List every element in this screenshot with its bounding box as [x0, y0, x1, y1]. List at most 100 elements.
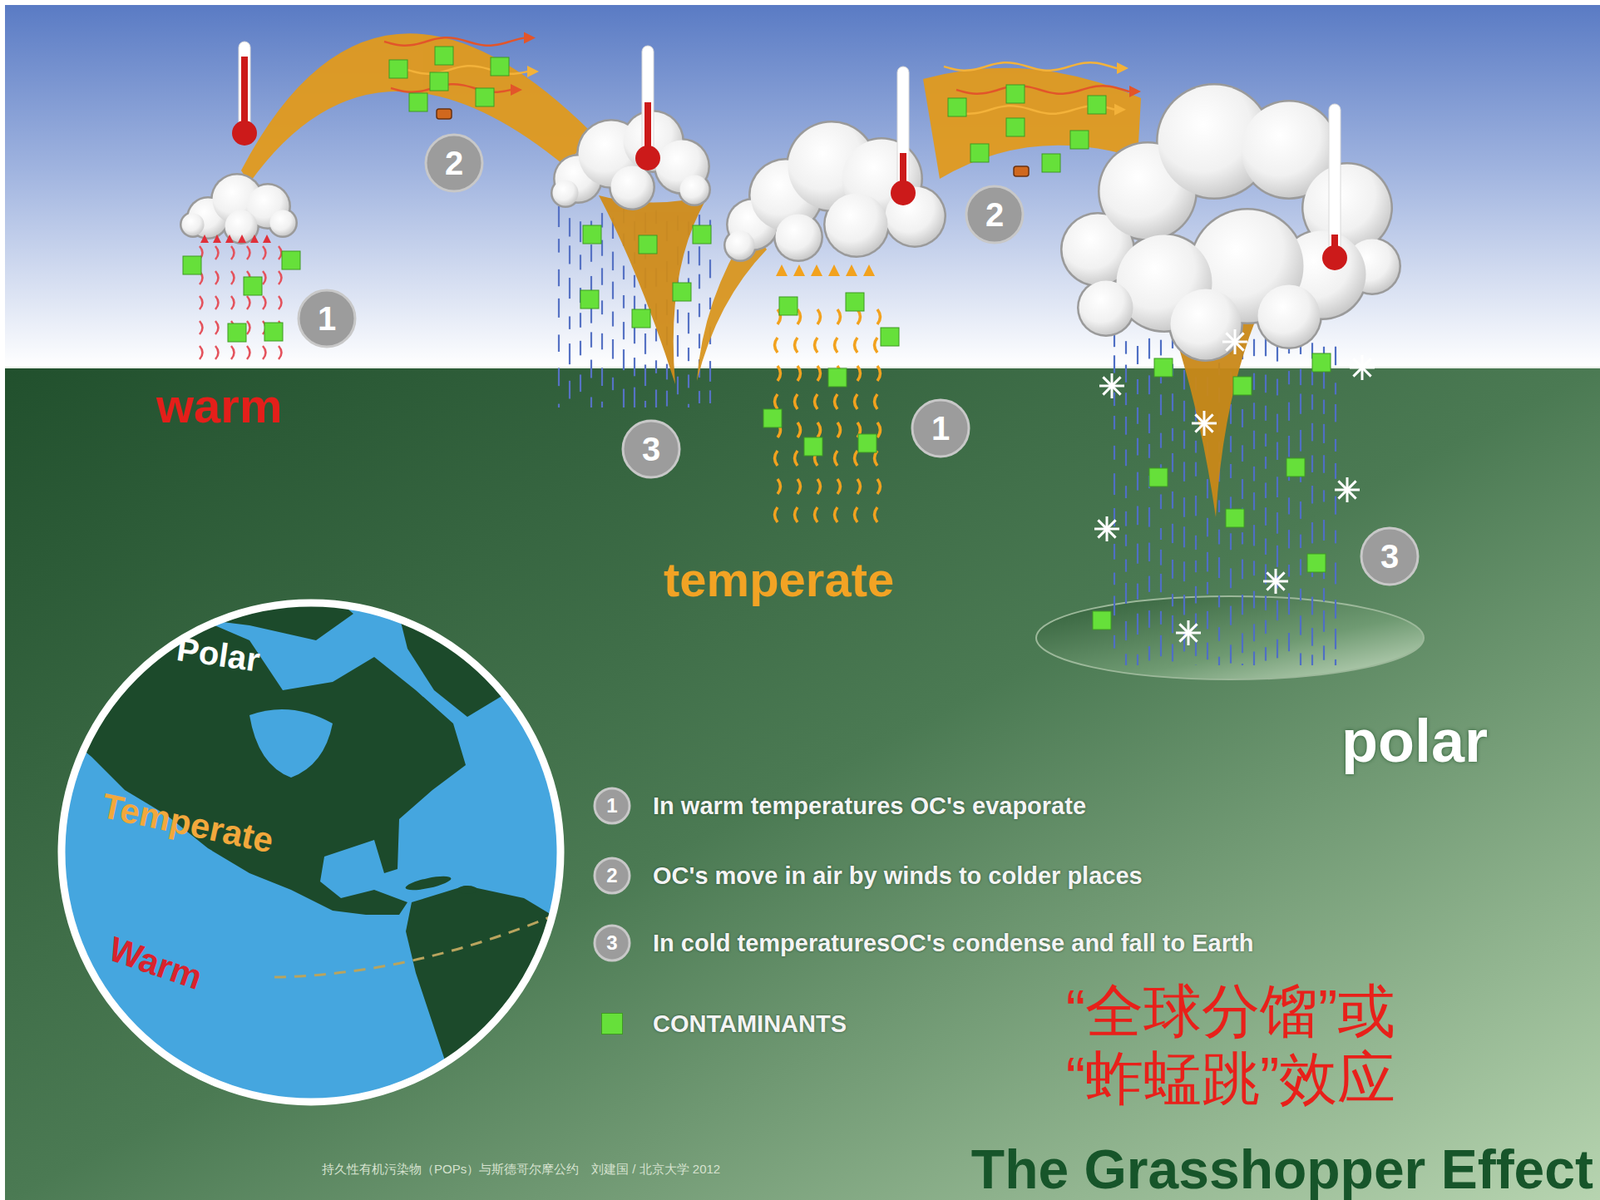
- rain-streak: [1113, 635, 1116, 649]
- evaporation-mark: [857, 309, 861, 325]
- south-america: [405, 885, 583, 1115]
- evaporation-mark: [262, 271, 267, 285]
- rain-streak: [612, 377, 614, 391]
- evaporation-mark: [246, 320, 251, 335]
- contaminant: [490, 57, 509, 76]
- rain-streak: [568, 343, 571, 365]
- rain-streak: [687, 251, 690, 265]
- sky: [4, 4, 1600, 368]
- rain-streak: [579, 374, 582, 392]
- rain-streak: [1136, 472, 1139, 491]
- rain-streak: [1183, 461, 1186, 482]
- callout-number: 3: [1380, 538, 1399, 575]
- evaporation-mark: [215, 246, 219, 260]
- contaminant: [582, 225, 602, 244]
- wind-line: [956, 85, 1130, 94]
- rain-streak: [558, 206, 560, 228]
- evaporation-mark: [814, 394, 819, 410]
- snowflake: [1099, 373, 1125, 399]
- rain-streak: [1334, 439, 1337, 452]
- wind-arrowhead: [523, 32, 536, 45]
- evaporation-mark: [857, 479, 861, 494]
- rain-streak: [1171, 593, 1174, 607]
- polar-ground-patch: [1036, 596, 1424, 680]
- evaporation-mark: [775, 337, 779, 353]
- rain-streak: [590, 244, 593, 262]
- particle: [1013, 166, 1029, 177]
- rain-streak: [1218, 499, 1220, 513]
- rain-streak: [698, 274, 701, 290]
- rain-streak: [1264, 405, 1267, 421]
- rain-streak: [1311, 454, 1314, 473]
- rain-streak: [1148, 576, 1151, 593]
- legend-text: CONTAMINANTS: [652, 1010, 847, 1038]
- rain-streak: [1148, 338, 1151, 360]
- evaporation-mark: [795, 337, 799, 353]
- rain-streak: [1288, 592, 1290, 615]
- globe-outline: [61, 602, 561, 1102]
- ground: [4, 367, 1600, 1200]
- rain-streak: [655, 389, 657, 408]
- evaporation-mark: [278, 246, 282, 260]
- rain-streak: [1334, 346, 1337, 366]
- evaporation-mark: [795, 450, 799, 466]
- rain-streak: [622, 321, 625, 340]
- rain-streak: [1125, 559, 1127, 573]
- rain-streak: [1299, 588, 1302, 602]
- evaporation-mark: [874, 507, 879, 523]
- caribbean-island: [457, 885, 478, 894]
- rain-streak: [1229, 533, 1232, 550]
- rain-streak: [1253, 373, 1255, 391]
- rain-streak: [1160, 493, 1162, 509]
- thermometer-bulb: [890, 180, 916, 206]
- rain-streak: [698, 390, 701, 404]
- rain-streak: [590, 360, 593, 379]
- rain-streak: [698, 246, 701, 266]
- rain-streak: [1183, 561, 1186, 582]
- rain-streak: [1218, 529, 1220, 545]
- heat-mark: [237, 234, 247, 243]
- rain-streak: [1241, 632, 1244, 653]
- rain-streak: [1276, 512, 1279, 534]
- thermometer: [232, 41, 257, 146]
- rain-streak: [655, 360, 657, 374]
- rain-streak: [1229, 435, 1232, 453]
- rain-streak: [1113, 543, 1116, 560]
- evaporation-mark: [231, 345, 235, 360]
- rain-streak: [1323, 370, 1325, 390]
- rain-streak: [1195, 664, 1197, 667]
- rain-streak: [1229, 606, 1232, 626]
- air-transport-arc: [241, 33, 593, 183]
- callout-circle: [594, 925, 630, 961]
- snowflake-arm: [1225, 332, 1244, 351]
- rain-streak: [1276, 476, 1279, 498]
- contaminant: [1154, 358, 1173, 377]
- contaminant: [264, 322, 283, 341]
- rain-streak: [601, 267, 603, 285]
- contaminant: [1225, 508, 1245, 528]
- legend-item: In cold temperaturesOC's condense and fa…: [600, 928, 1254, 958]
- evaporation-mark: [857, 365, 861, 381]
- rain-streak: [1148, 507, 1151, 528]
- legend-text: OC's move in air by winds to colder plac…: [652, 862, 1143, 890]
- rain-streak: [1253, 623, 1255, 642]
- rain-streak: [666, 390, 668, 407]
- rain-streak: [1311, 597, 1314, 616]
- thermometer-stem: [897, 66, 909, 193]
- rain-streak: [1311, 394, 1314, 410]
- globe: [61, 572, 583, 1115]
- rain-streak: [558, 368, 560, 387]
- snowflake-arm: [1179, 623, 1197, 642]
- evaporation-mark: [877, 422, 881, 438]
- rain-streak: [1125, 365, 1127, 383]
- snowflake: [1334, 477, 1360, 503]
- contaminant: [763, 409, 782, 428]
- rain-streak: [579, 340, 582, 356]
- rain-streak: [1160, 635, 1162, 657]
- evaporation-mark: [817, 309, 821, 325]
- rain-streak: [1218, 557, 1220, 578]
- rain-streak: [644, 333, 647, 355]
- evaporation-mark: [817, 479, 821, 494]
- rain-streak: [1241, 663, 1244, 666]
- rain-streak: [1148, 375, 1151, 395]
